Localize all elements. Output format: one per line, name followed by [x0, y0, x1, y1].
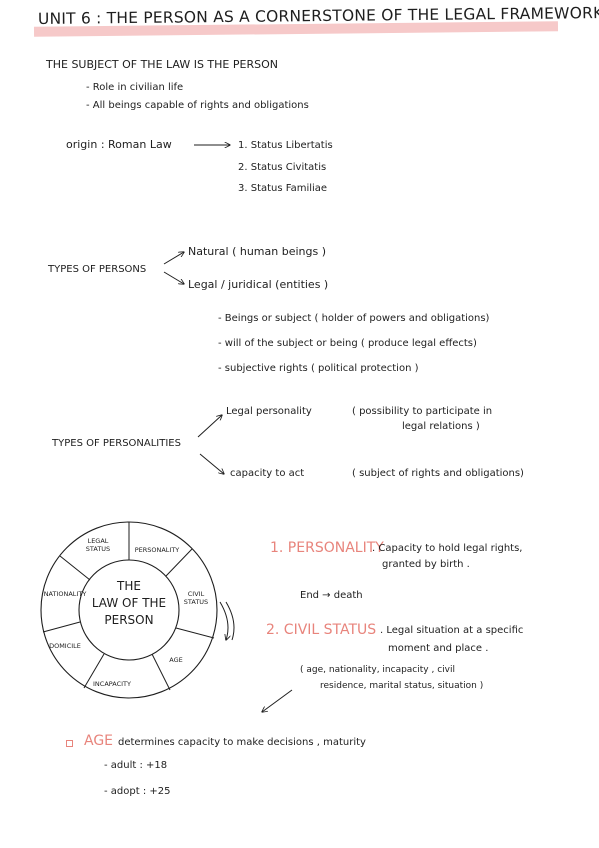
subject-heading: THE SUBJECT OF THE LAW IS THE PERSON [46, 58, 278, 71]
wheel-segment-nationality: NATIONALITY [43, 590, 87, 598]
natural-arrow-icon [163, 252, 184, 265]
origin-item: 1. Status Libertatis [238, 140, 333, 151]
age-bullet-icon [66, 740, 73, 747]
wheel-curve-arrow-icon [225, 601, 235, 641]
personality-text: granted by birth . [382, 559, 470, 570]
wheel-segment-age: AGE [169, 656, 183, 664]
civil-status-text: moment and place . [388, 643, 489, 654]
wheel-segment-incapacity: INCAPACITY [93, 680, 131, 688]
origin-label: origin : Roman Law [66, 138, 172, 151]
age-heading: AGE [84, 733, 114, 749]
wheel-segment-domicile: DOMICILE [49, 642, 81, 650]
personality-heading: 1. PERSONALITY [270, 540, 384, 556]
wheel-curve-arrow-icon [219, 601, 228, 640]
capacity-arrow-icon [199, 453, 224, 474]
wheel-segment-personality: PERSONALITY [134, 546, 180, 554]
civil-status-heading: 2. CIVIL STATUS [266, 622, 377, 638]
wheel-center-line: LAW OF THE [91, 596, 167, 610]
civil-status-note: residence, marital status, situation ) [320, 681, 484, 691]
civil-status-note: ( age, nationality, incapacity , civil [300, 665, 455, 675]
legal-personality-note: legal relations ) [402, 421, 480, 432]
natural-person: Natural ( human beings ) [188, 245, 327, 258]
legal-personality-note: ( possibility to participate in [352, 406, 493, 417]
types-of-personalities-label: TYPES OF PERSONALITIES [52, 438, 181, 449]
age-item: - adult : +18 [104, 760, 168, 771]
legal-person-point: - subjective rights ( political protecti… [218, 363, 419, 374]
legal-person-point: - Beings or subject ( holder of powers a… [218, 313, 490, 324]
legal-person-point: - will of the subject or being ( produce… [218, 338, 477, 349]
capacity-to-act: capacity to act [230, 468, 305, 479]
age-text: determines capacity to make decisions , … [118, 737, 366, 748]
law-of-person-wheel [40, 521, 218, 699]
origin-item: 2. Status Civitatis [238, 162, 327, 173]
wheel-center-line: THE [117, 579, 141, 593]
legal-personality: Legal personality [226, 406, 312, 417]
personality-text: . Capacity to hold legal rights, [372, 543, 523, 554]
subject-point: - Role in civilian life [86, 82, 184, 93]
capacity-note: ( subject of rights and obligations) [352, 468, 524, 479]
wheel-center: THE LAW OF THE PERSON [74, 578, 184, 629]
origin-item: 3. Status Familiae [238, 183, 328, 194]
personality-end: End → death [300, 590, 363, 601]
wheel-segment-civil-status: CIVIL STATUS [183, 590, 209, 606]
legal-personality-arrow-icon [197, 415, 222, 438]
wheel-center-line: PERSON [104, 613, 154, 627]
legal-person: Legal / juridical (entities ) [188, 278, 329, 291]
legal-arrow-icon [163, 271, 184, 284]
civil-status-text: . Legal situation at a specific [380, 625, 524, 636]
age-item: - adopt : +25 [104, 786, 171, 797]
subject-point: - All beings capable of rights and oblig… [86, 100, 309, 111]
civil-status-arrow-icon [262, 689, 293, 712]
types-of-persons-label: TYPES OF PERSONS [48, 264, 147, 275]
wheel-segment-legal-status: LEGAL STATUS [85, 537, 111, 553]
